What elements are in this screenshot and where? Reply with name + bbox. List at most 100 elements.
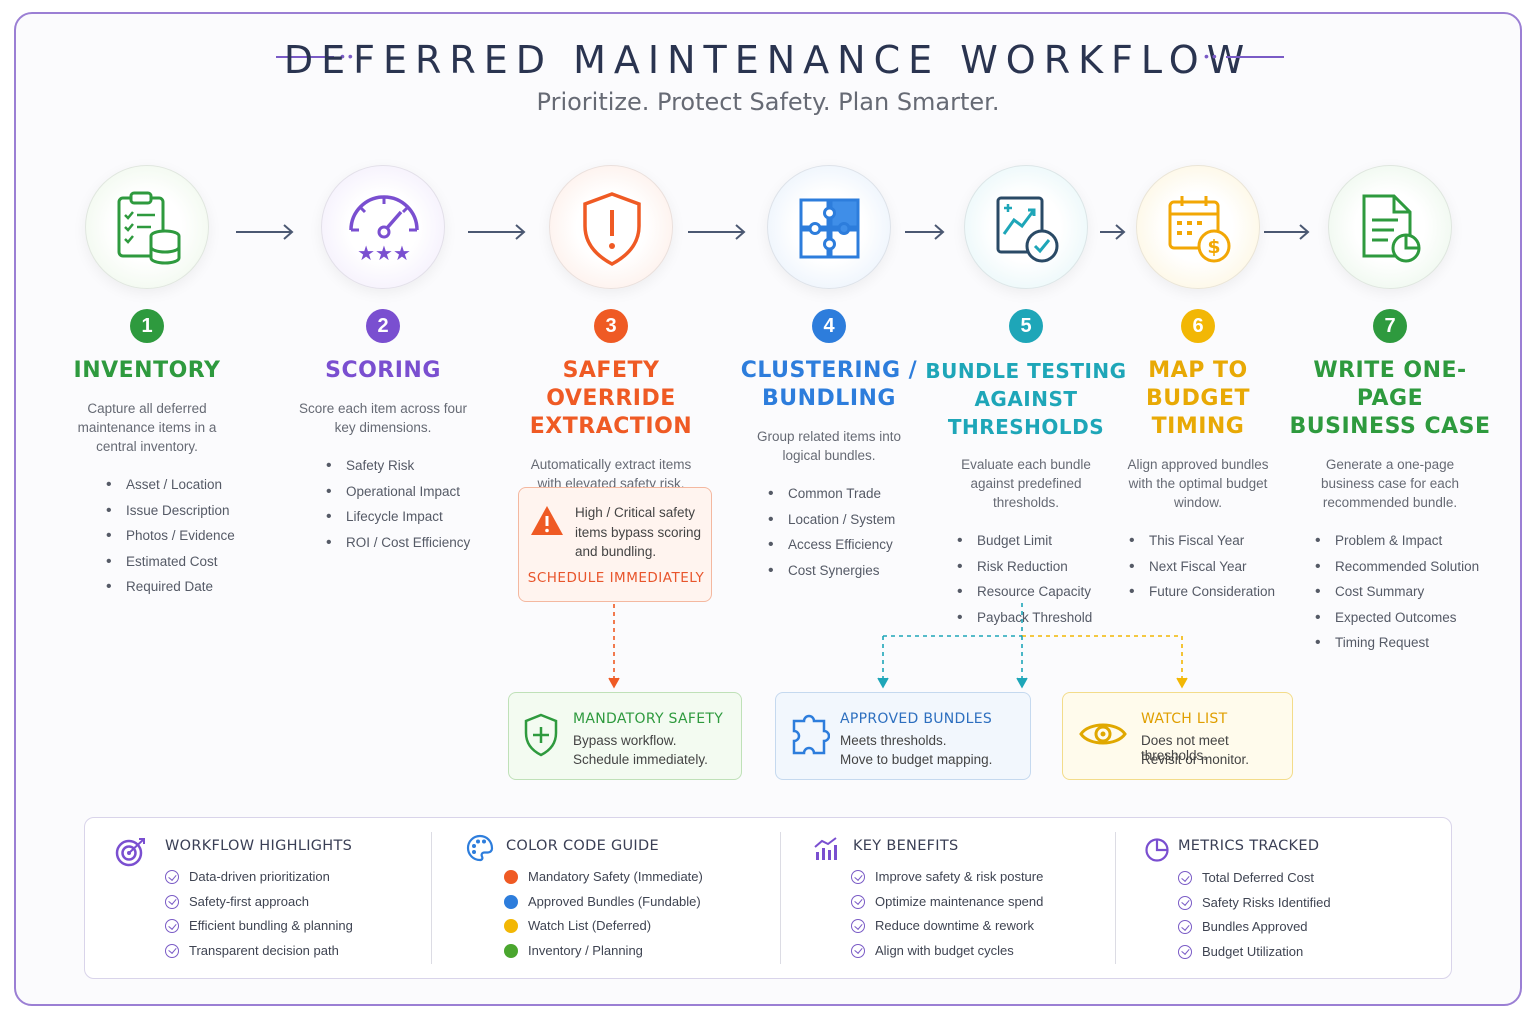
- check-circle-icon: [1178, 871, 1192, 885]
- eye-icon: [1079, 723, 1127, 745]
- list-item-text: Safety-first approach: [189, 893, 309, 909]
- step-title: SCORING: [325, 358, 441, 383]
- list-item: Transparent decision path: [165, 939, 353, 964]
- bullet-item: Asset / Location: [106, 472, 252, 498]
- bullet-item: Photos / Evidence: [106, 523, 252, 549]
- step-icon-circle: [964, 165, 1088, 289]
- step-number-badge: 2: [366, 309, 400, 343]
- step-title: SAFETY OVERRIDE EXTRACTION: [506, 357, 716, 441]
- check-circle-icon: [851, 919, 865, 933]
- outcome-line: Bypass workflow.: [573, 733, 677, 748]
- palette-icon: [466, 834, 494, 862]
- step-title: WRITE ONE-PAGE BUSINESS CASE: [1285, 357, 1495, 441]
- list-item: Safety-first approach: [165, 890, 353, 915]
- document-chart-icon: [1362, 194, 1421, 263]
- step-safety-override: 3 SAFETY OVERRIDE EXTRACTION Automatical…: [506, 165, 716, 493]
- outcome-line: Move to budget mapping.: [840, 752, 993, 767]
- bullet-item: Payback Threshold: [957, 605, 1131, 631]
- step-number-badge: 6: [1181, 309, 1215, 343]
- bullet-item: Safety Risk: [326, 453, 488, 479]
- bullet-item: Budget Limit: [957, 528, 1131, 554]
- page-subtitle: Prioritize. Protect Safety. Plan Smarter…: [536, 88, 1000, 116]
- highlights-list: Data-driven prioritization Safety-first …: [165, 865, 353, 963]
- bullet-item: Estimated Cost: [106, 549, 252, 575]
- bullet-item: Risk Reduction: [957, 554, 1131, 580]
- step-title-line: CLUSTERING /: [740, 358, 918, 383]
- section-title: WORKFLOW HIGHLIGHTS: [165, 838, 353, 854]
- shield-alert-icon: [583, 192, 641, 266]
- check-circle-icon: [1178, 944, 1192, 959]
- step-description: Capture all deferred maintenance items i…: [77, 401, 217, 454]
- list-item: Align with budget cycles: [851, 939, 1043, 964]
- color-code-guide-section: COLOR CODE GUIDE Mandatory Safety (Immed…: [432, 818, 780, 978]
- list-item-text: Total Deferred Cost: [1202, 870, 1314, 885]
- outcome-title: APPROVED BUNDLES: [840, 711, 993, 727]
- metrics-tracked-section: METRICS TRACKED Total Deferred Cost Safe…: [1116, 818, 1451, 978]
- color-swatch-orange: [504, 870, 518, 884]
- list-item: Optimize maintenance spend: [851, 890, 1043, 915]
- bullet-item: Problem & Impact: [1315, 528, 1495, 554]
- check-circle-icon: [165, 894, 179, 909]
- step-title: BUNDLE TESTING AGAINST THRESHOLDS: [921, 357, 1131, 441]
- callout-text: High / Critical safety items bypass scor…: [575, 505, 702, 559]
- step-number-badge: 3: [594, 309, 628, 343]
- step-bullet-list: Budget Limit Risk Reduction Resource Cap…: [921, 528, 1131, 630]
- list-item: Data-driven prioritization: [165, 865, 353, 890]
- callout-action: SCHEDULE IMMEDIATELY: [527, 570, 705, 586]
- bullet-item: Access Efficiency: [768, 532, 934, 558]
- bullet-item: Common Trade: [768, 481, 934, 507]
- outcome-line: Meets thresholds.: [840, 733, 947, 748]
- legend-item: Mandatory Safety (Immediate): [504, 865, 703, 890]
- check-circle-icon: [165, 870, 179, 884]
- list-item: Safety Risks Identified: [1178, 891, 1331, 916]
- step-title: CLUSTERING / BUNDLING: [724, 357, 934, 413]
- section-title: METRICS TRACKED: [1178, 838, 1320, 854]
- step-bullet-list: Asset / Location Issue Description Photo…: [42, 472, 252, 600]
- bullet-item: Resource Capacity: [957, 579, 1131, 605]
- step-bundle-testing: 5 BUNDLE TESTING AGAINST THRESHOLDS Eval…: [921, 165, 1131, 630]
- step-number-badge: 5: [1009, 309, 1043, 343]
- section-divider: [431, 832, 432, 964]
- step-description: Group related items into logical bundles…: [756, 429, 902, 463]
- bullet-item: Location / System: [768, 507, 934, 533]
- title-rule-right: [1226, 56, 1284, 58]
- svg-text:★★★: ★★★: [357, 241, 411, 265]
- legend-label: Watch List (Deferred): [528, 918, 652, 933]
- metrics-list: Total Deferred Cost Safety Risks Identif…: [1178, 866, 1331, 964]
- list-item-text: Data-driven prioritization: [189, 869, 330, 884]
- title-dots-left: ••: [340, 48, 356, 64]
- safety-override-callout: High / Critical safety items bypass scor…: [518, 487, 712, 602]
- arrow-right-icon: [905, 224, 945, 240]
- bullet-item: Cost Synergies: [768, 558, 934, 584]
- color-swatch-green: [504, 943, 518, 958]
- list-item-text: Transparent decision path: [189, 942, 339, 958]
- gauge-stars-icon: ★★★: [349, 195, 419, 265]
- shield-plus-icon: [524, 713, 558, 757]
- check-circle-icon: [851, 870, 865, 884]
- arrow-right-icon: [688, 224, 746, 240]
- list-item-text: Improve safety & risk posture: [875, 869, 1044, 884]
- arrow-right-icon: [1100, 224, 1126, 240]
- step-description: Score each item across four key dimensio…: [298, 401, 468, 435]
- outcome-watch-list: WATCH LIST Does not meet thresholds. Rev…: [1062, 692, 1293, 780]
- bullet-item: Recommended Solution: [1315, 554, 1495, 580]
- step-title-line: BUSINESS CASE: [1289, 414, 1491, 439]
- title-row: DEFERRED MAINTENANCE WORKFLOW: [0, 38, 1536, 82]
- bullet-item: Required Date: [106, 574, 252, 600]
- step-number-badge: 7: [1373, 309, 1407, 343]
- title-dots-right: ••: [1204, 48, 1220, 64]
- step-inventory: 1 INVENTORY Capture all deferred mainten…: [42, 165, 252, 600]
- legend-label: Mandatory Safety (Immediate): [528, 869, 703, 884]
- step-title-line: WRITE ONE-PAGE: [1313, 358, 1467, 411]
- list-item-text: Optimize maintenance spend: [875, 893, 1044, 909]
- growth-chart-icon: [814, 837, 837, 860]
- list-item-text: Bundles Approved: [1202, 919, 1308, 934]
- title-rule-left: [276, 56, 334, 58]
- check-circle-icon: [1178, 895, 1192, 910]
- color-swatch-blue: [504, 894, 518, 909]
- key-benefits-section: KEY BENEFITS Improve safety & risk postu…: [781, 818, 1115, 978]
- target-icon: [115, 838, 145, 867]
- list-item: Budget Utilization: [1178, 940, 1331, 965]
- step-bullet-list: This Fiscal Year Next Fiscal Year Future…: [1093, 528, 1303, 605]
- legend-label: Approved Bundles (Fundable): [528, 893, 701, 909]
